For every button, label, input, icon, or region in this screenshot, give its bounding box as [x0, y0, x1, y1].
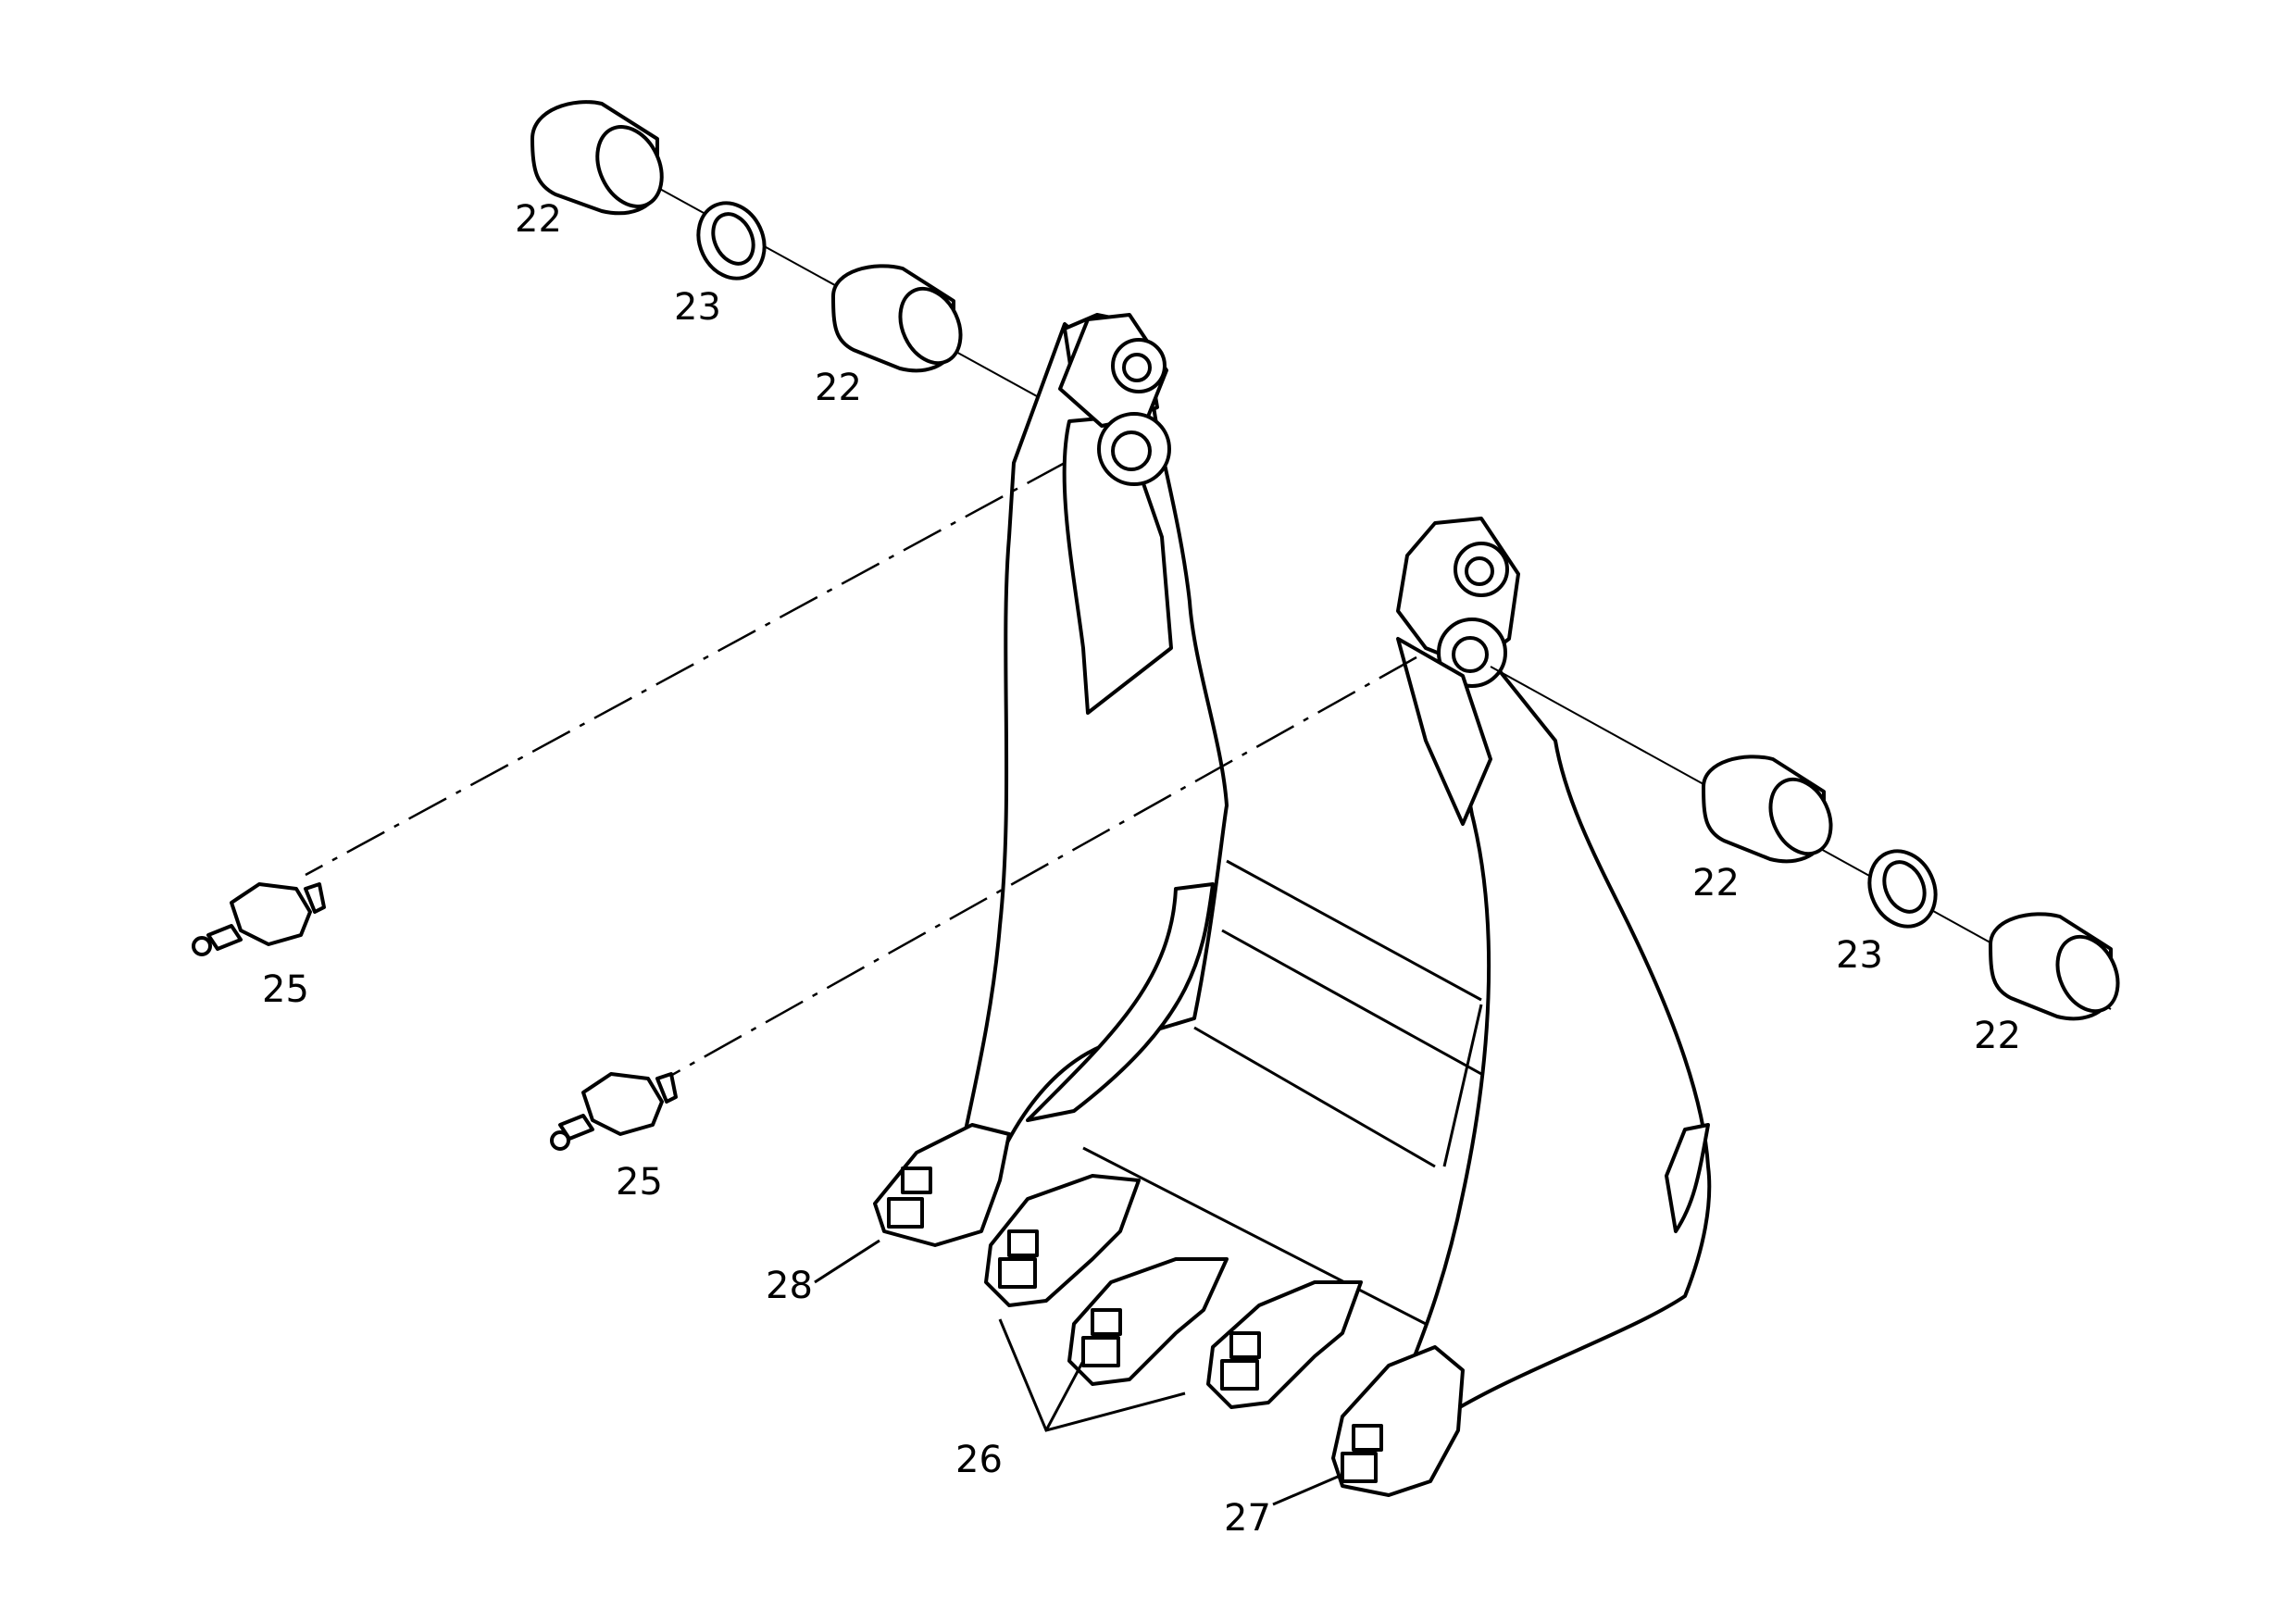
tooth-2	[1067, 1257, 1229, 1386]
tooth-1	[984, 1174, 1141, 1307]
bushing-upper-left-b	[831, 264, 963, 373]
callout-tooth-adapter-right: 27	[1224, 1497, 1271, 1540]
bushing-upper-left-a	[530, 100, 664, 216]
center-line-left	[305, 461, 1066, 877]
tooth-adapter-left	[873, 1123, 1011, 1247]
tooth-3	[1206, 1280, 1363, 1409]
grease-nipple-center	[550, 1072, 678, 1151]
callout-grease-nipple-center: 25	[616, 1161, 663, 1204]
grease-nipple-left	[192, 882, 326, 956]
callout-grease-nipple-left: 25	[262, 968, 309, 1011]
callout-ring-right: 23	[1836, 934, 1883, 977]
callout-bushing-right-b: 22	[1974, 1015, 2021, 1057]
callout-teeth-group: 26	[955, 1439, 1003, 1481]
bushing-right-b	[1989, 912, 2120, 1021]
bucket-body	[952, 313, 1712, 1418]
ring-upper-left	[696, 201, 767, 281]
leader-lines	[814, 1239, 1339, 1506]
tooth-adapter-right	[1331, 1345, 1465, 1497]
ring-right	[1867, 849, 1938, 929]
callout-ring-upper-left: 23	[674, 286, 721, 329]
callout-bushing-upper-left-b: 22	[815, 367, 862, 409]
callout-tooth-adapter-left: 28	[766, 1265, 813, 1307]
callout-bushing-upper-left-a: 22	[515, 198, 562, 241]
center-line-center	[656, 655, 1417, 1085]
bushing-right-a	[1702, 755, 1833, 864]
callout-bushing-right-a: 22	[1692, 862, 1740, 905]
